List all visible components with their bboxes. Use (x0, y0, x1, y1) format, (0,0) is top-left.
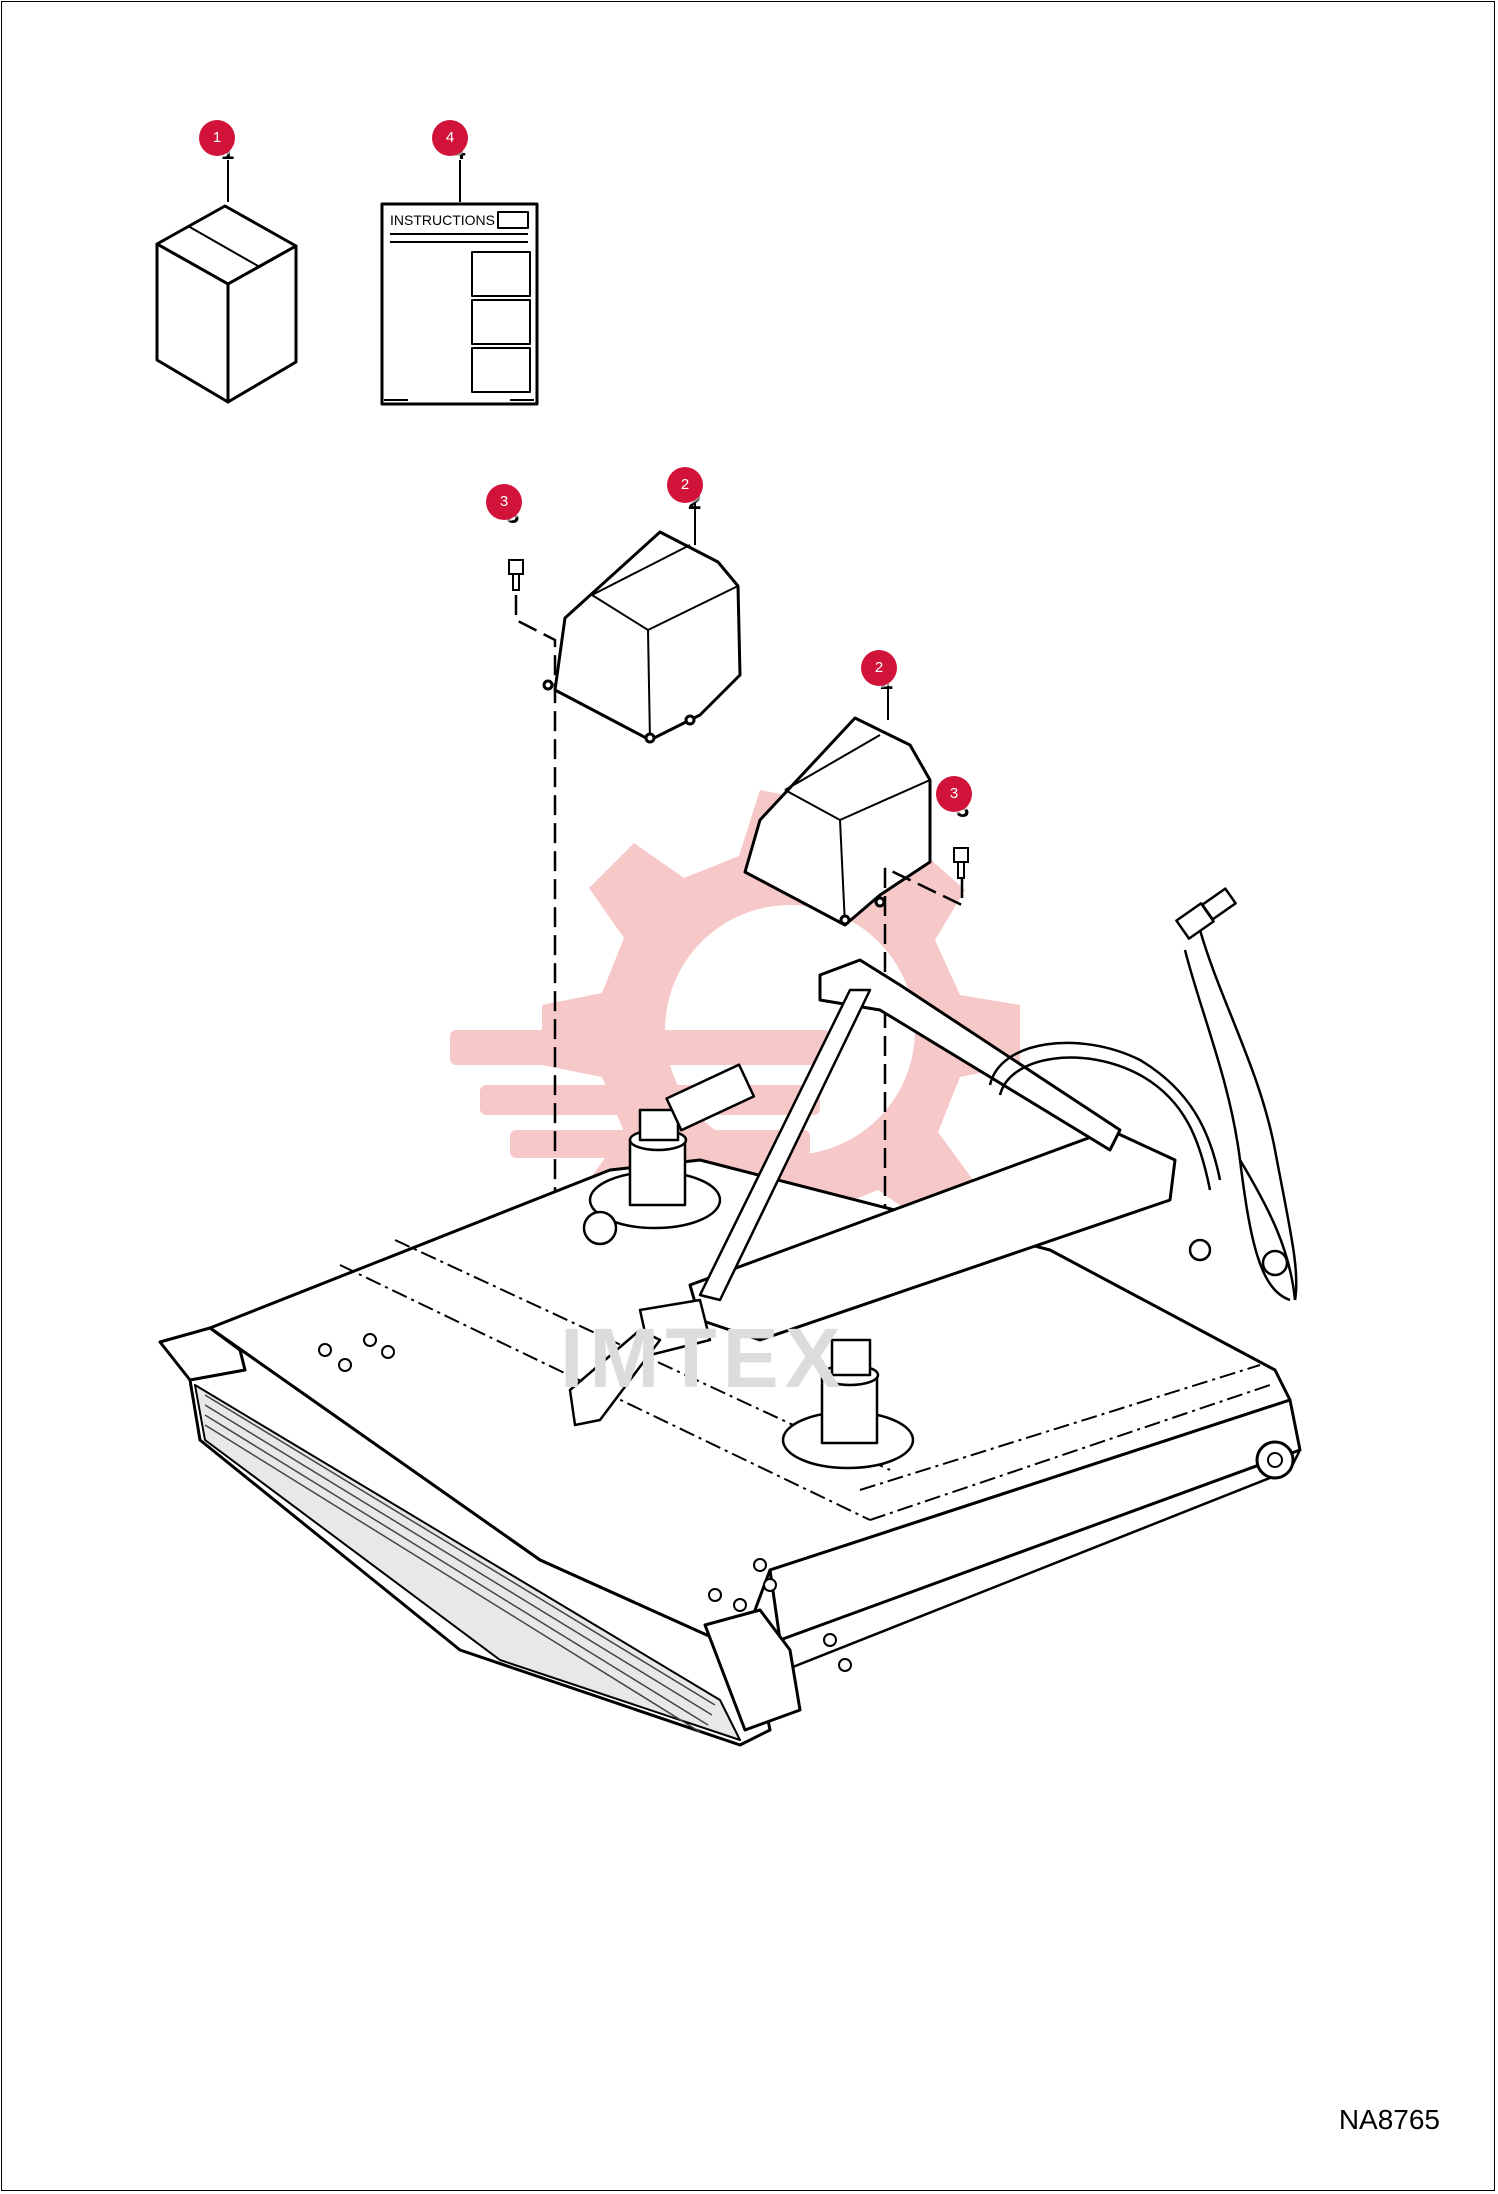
part-1-box[interactable] (155, 160, 298, 404)
part-3-bolt-lower[interactable] (953, 847, 969, 879)
watermark-text: IMTEX (560, 1311, 847, 1405)
callout-2-upper[interactable]: 2 (667, 467, 703, 503)
mower-deck-assembly (158, 887, 1302, 1747)
part-4-instructions[interactable] (380, 160, 539, 406)
callout-1[interactable]: 1 (199, 120, 235, 156)
callout-4[interactable]: 4 (432, 120, 468, 156)
callout-2-lower[interactable]: 2 (861, 650, 897, 686)
drawing-number: NA8765 (1338, 2104, 1440, 2135)
part-3-bolt-upper[interactable] (508, 559, 524, 591)
part-2-shield-upper[interactable] (542, 500, 742, 744)
instructions-label: INSTRUCTIONS (390, 212, 495, 228)
callout-3-lower[interactable]: 3 (936, 776, 972, 812)
callout-3-upper[interactable]: 3 (486, 484, 522, 520)
